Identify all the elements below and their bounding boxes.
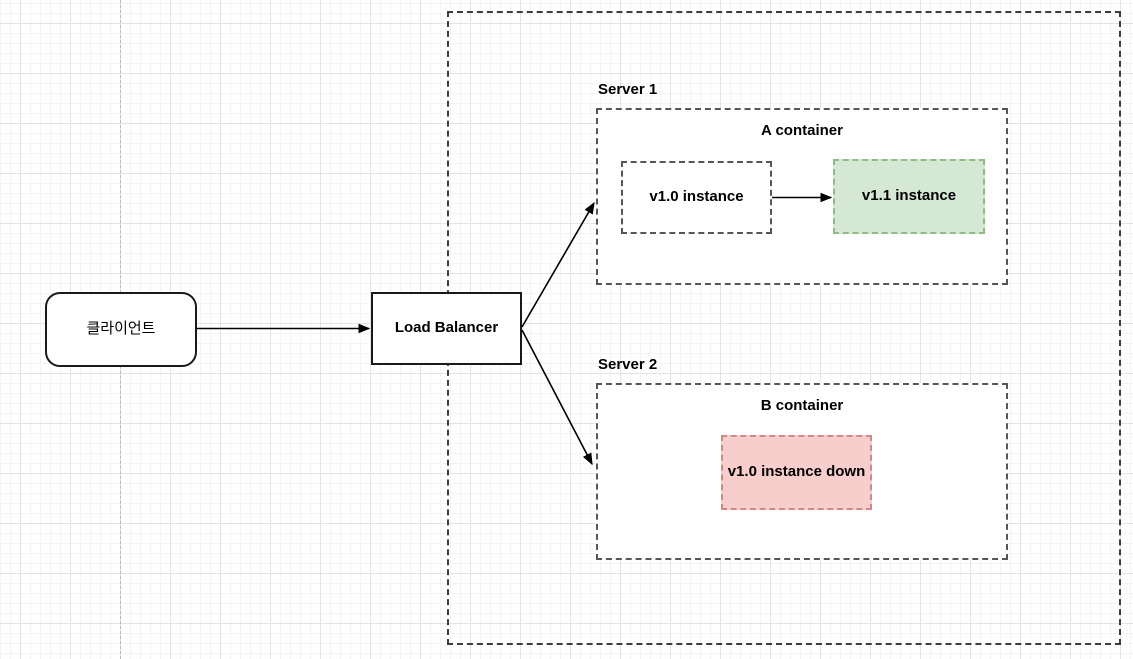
server1-label: Server 1 xyxy=(598,81,658,98)
node-client: 클라이언트 xyxy=(45,292,197,367)
node-load-balancer: Load Balancer xyxy=(371,292,522,365)
node-v10-instance-label: v1.0 instance xyxy=(649,188,744,206)
node-v11-instance: v1.1 instance xyxy=(833,159,985,234)
container-b-label: B container xyxy=(760,397,844,414)
node-client-label: 클라이언트 xyxy=(86,320,156,338)
node-v11-instance-label: v1.1 instance xyxy=(861,187,957,205)
node-load-balancer-label: Load Balancer xyxy=(394,319,499,337)
server2-label: Server 2 xyxy=(598,356,658,373)
container-a-label: A container xyxy=(761,122,843,139)
node-v10-instance-down: v1.0 instance down xyxy=(721,435,872,510)
node-v10-instance-down-label: v1.0 instance down xyxy=(727,463,866,481)
node-v10-instance: v1.0 instance xyxy=(621,161,772,234)
